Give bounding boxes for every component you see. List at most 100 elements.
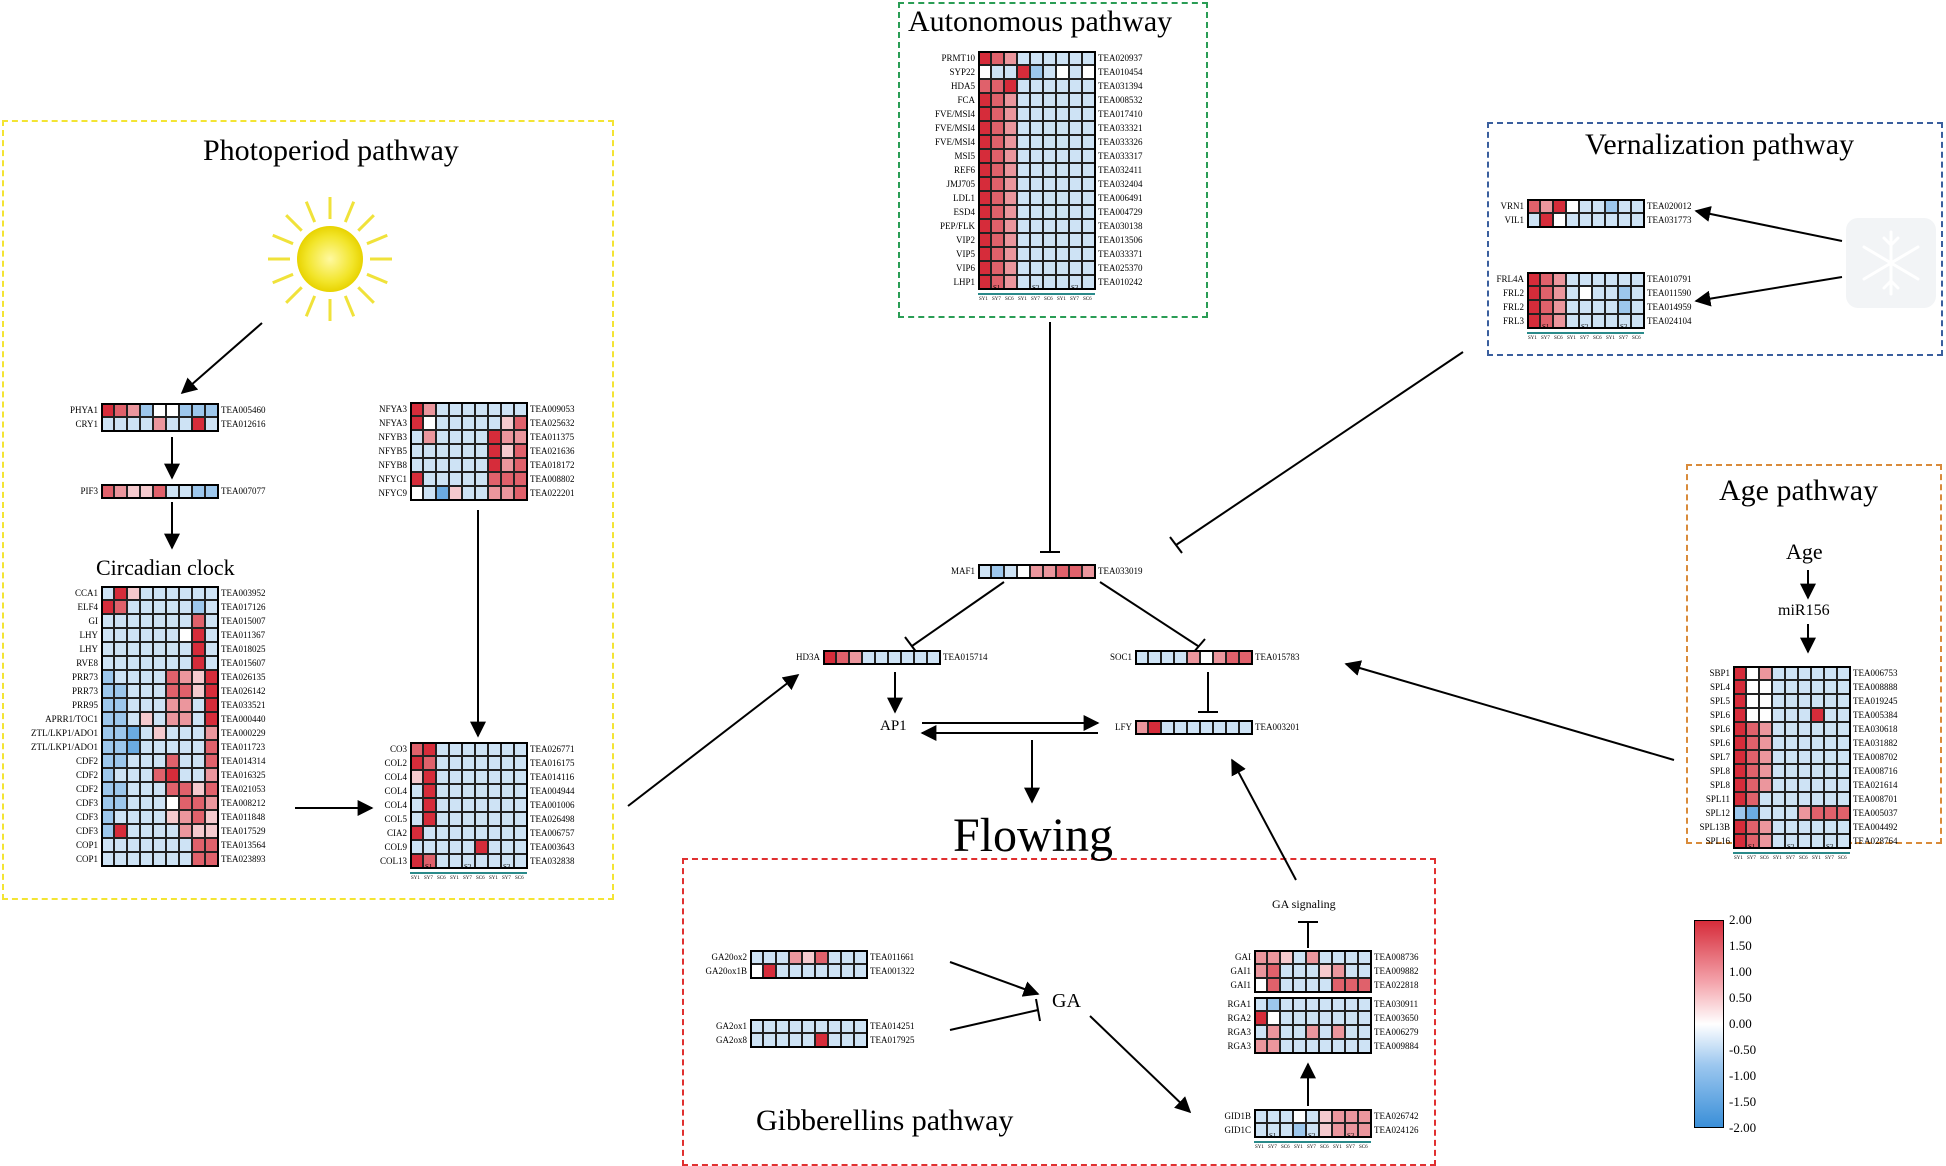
heatmap-cell <box>514 430 527 444</box>
heatmap-cell <box>423 812 436 826</box>
heatmap-cell <box>436 458 449 472</box>
heatmap-cell <box>750 1019 763 1033</box>
heatmap-cell <box>1592 272 1605 286</box>
flowing-label: Flowing <box>953 809 1114 862</box>
gene-id-label: TEA019245 <box>1853 696 1898 706</box>
heatmap-cell <box>114 484 127 498</box>
heatmap-cell <box>1592 300 1605 314</box>
heatmap-cell <box>514 458 527 472</box>
heatmap-cell <box>1004 205 1017 219</box>
heatmap-cell <box>501 812 514 826</box>
heatmap-cell <box>410 826 423 840</box>
heatmap-cell <box>1811 666 1824 680</box>
heatmap-cell <box>1527 286 1540 300</box>
heatmap-cell <box>1811 708 1824 722</box>
gene-id-label: TEA006757 <box>530 828 575 838</box>
gene-label: SPL6 <box>1709 724 1730 734</box>
gene-label: COL4 <box>384 800 408 810</box>
gene-label: JMJ705 <box>946 179 975 189</box>
heatmap-cell <box>1733 694 1746 708</box>
heatmap-cell <box>179 600 192 614</box>
heatmap-cell <box>166 656 179 670</box>
heatmap-cell <box>1030 135 1043 149</box>
gibberellins-title: Gibberellins pathway <box>756 1104 1014 1137</box>
heatmap-cell <box>1358 1011 1371 1025</box>
heatmap-cell <box>205 824 218 838</box>
heatmap-cell <box>192 754 205 768</box>
heatmap-cell <box>166 600 179 614</box>
sample-label: SC6 <box>1838 856 1847 861</box>
heatmap-cell <box>1017 65 1030 79</box>
heatmap-cell <box>1579 199 1592 213</box>
heatmap-cell <box>488 854 501 868</box>
mir156-label: miR156 <box>1778 602 1830 619</box>
heatmap-cell <box>1082 65 1095 79</box>
heatmap-cell <box>192 628 205 642</box>
heatmap-cell <box>192 614 205 628</box>
heatmap-cell <box>475 444 488 458</box>
heatmap-cell <box>114 838 127 852</box>
heatmap-cell <box>1837 820 1850 834</box>
heatmap-cell <box>991 163 1004 177</box>
gene-label: COP1 <box>75 854 98 864</box>
gene-id-label: TEA014959 <box>1647 302 1692 312</box>
heatmap-cell <box>1030 51 1043 65</box>
heatmap-cell <box>991 205 1004 219</box>
gene-label: GA2ox1 <box>716 1021 747 1031</box>
heatmap-cell <box>1082 219 1095 233</box>
heatmap-cell <box>410 784 423 798</box>
gene-label: LHP1 <box>953 277 975 287</box>
heatmap-cell <box>436 812 449 826</box>
edge-spl-soc1 <box>1344 660 1675 761</box>
heatmap-cell <box>205 484 218 498</box>
heatmap-cell <box>1161 650 1174 664</box>
edge-snow-frl <box>1694 276 1843 307</box>
heatmap-cell <box>179 484 192 498</box>
gene-id-label: TEA018025 <box>221 644 266 654</box>
gene-label: COL5 <box>384 814 408 824</box>
heatmap-cell <box>1785 820 1798 834</box>
heatmap-cell <box>179 768 192 782</box>
sample-label: SC6 <box>476 876 485 881</box>
heatmap-cell <box>1759 694 1772 708</box>
heatmap-cell <box>179 628 192 642</box>
heatmap-cell <box>449 812 462 826</box>
heatmap-cell <box>978 177 991 191</box>
heatmap-cell <box>1148 650 1161 664</box>
heatmap-cell <box>1017 51 1030 65</box>
heatmap-cell <box>127 796 140 810</box>
heatmap-cell <box>1759 764 1772 778</box>
heatmap-cell <box>1566 286 1579 300</box>
heatmap-cell <box>1837 778 1850 792</box>
heatmap-cell <box>802 1033 815 1047</box>
heatmap-cell <box>153 768 166 782</box>
heatmap-cell <box>423 486 436 500</box>
gene-label: FVE/MSI4 <box>934 109 975 119</box>
heatmap-cell <box>1785 778 1798 792</box>
heatmap-cell <box>1772 722 1785 736</box>
heatmap-cell <box>1319 1109 1332 1123</box>
heatmap-cell <box>1239 720 1252 734</box>
heatmap-cell <box>205 614 218 628</box>
heatmap-cell <box>423 840 436 854</box>
heatmap-cell <box>410 430 423 444</box>
heatmap-cell <box>192 684 205 698</box>
heatmap-cell <box>1254 1109 1267 1123</box>
heatmap-cell <box>153 656 166 670</box>
sample-label: SY1 <box>450 876 459 881</box>
gene-id-label: TEA017410 <box>1098 109 1143 119</box>
heatmap-cell <box>802 950 815 964</box>
heatmap-cell <box>927 650 940 664</box>
heatmap-cell <box>205 586 218 600</box>
gene-id-label: TEA003650 <box>1374 1013 1419 1023</box>
heatmap-cell <box>1056 219 1069 233</box>
